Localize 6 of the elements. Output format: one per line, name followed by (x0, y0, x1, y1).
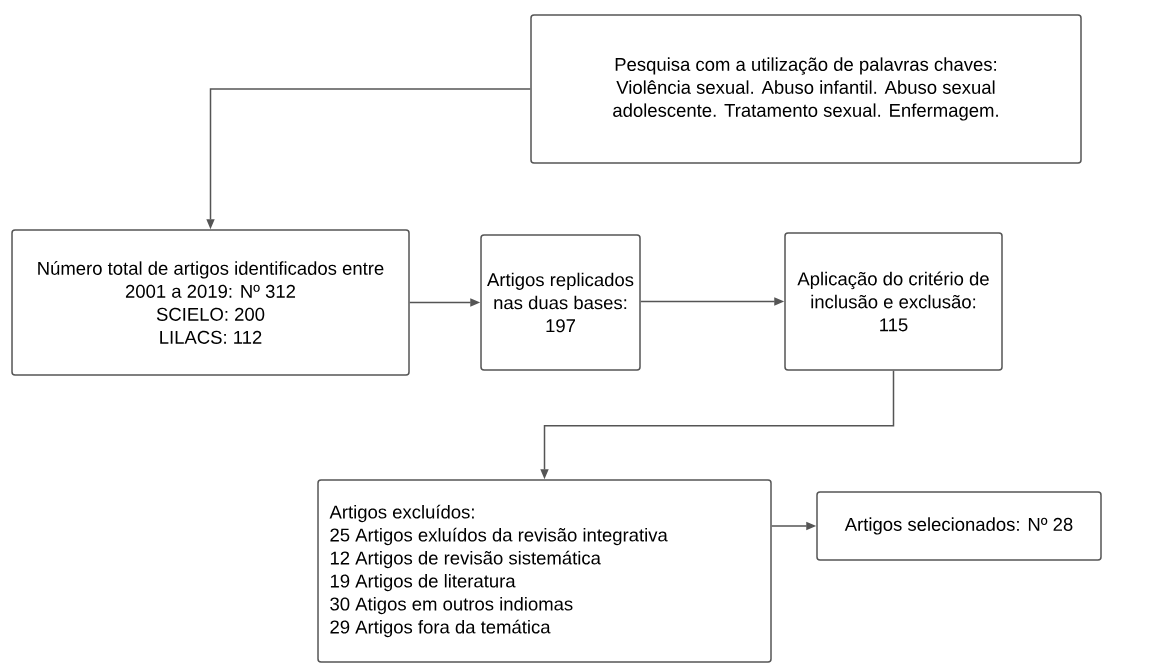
process-box: Pesquisa com a utilização de palavras chaves: Violência sexual. Abuso infantil. Abuso sexual adolescente. Tratamento sexual. Enfermagem. (530, 14, 1082, 164)
process-box: Aplicação do critério de inclusão e exclusão: 115 (784, 232, 1003, 371)
process-box: Número total de artigos identificados entre 2001 a 2019: Nº 312 SCIELO: 200 LILACS: 112 (11, 229, 410, 376)
process-box: Artigos replicados nas duas bases: 197 (480, 234, 641, 371)
process-box: Artigos excluídos: 25 Artigos exluídos da revisão integrativa 12 Artigos de revisão sistemática 19 Artigos de literatura 30 Atigos em outros indiomas 29 Artigos fora da temática (317, 479, 772, 663)
process-box: Artigos selecionados: Nº 28 (816, 491, 1102, 561)
